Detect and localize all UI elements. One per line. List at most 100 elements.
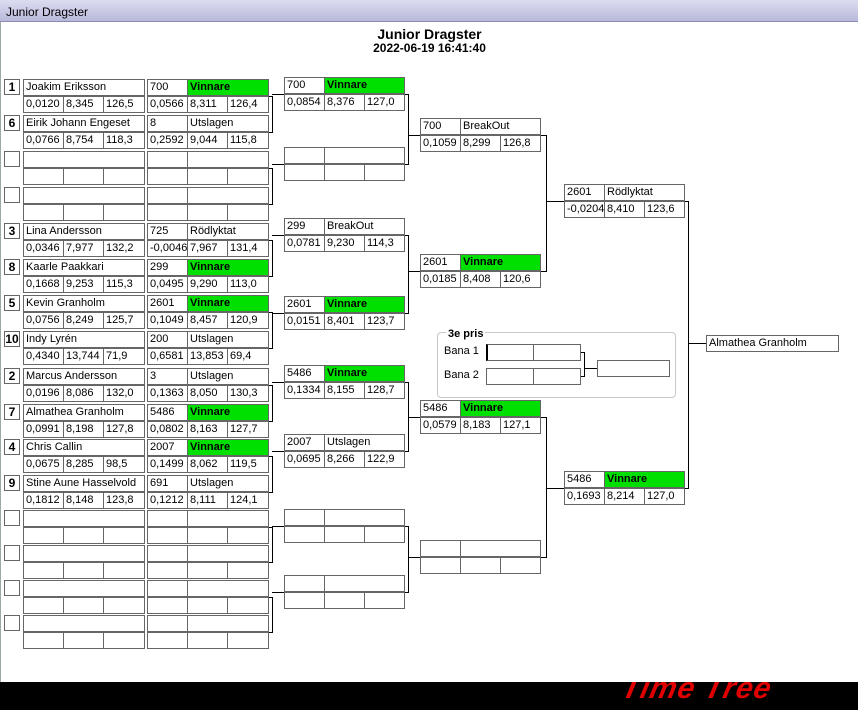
reaction-time: 0,0854: [284, 94, 325, 111]
speed: 126,8: [500, 135, 541, 152]
speed: 123,8: [103, 492, 145, 509]
result-badge: [187, 510, 269, 527]
racer-number: 200: [147, 331, 188, 348]
racer-name[interactable]: Kevin Granholm: [23, 295, 145, 312]
speed: 119,5: [227, 456, 269, 473]
speed: 125,7: [103, 312, 145, 329]
lane2-input[interactable]: [486, 368, 534, 385]
reaction-time: 0,0695: [284, 451, 325, 468]
elapsed-time: 8,299: [460, 135, 501, 152]
reaction-time: [23, 632, 64, 649]
racer-name[interactable]: Almathea Granholm: [23, 404, 145, 421]
reaction-time: 0,1668: [23, 276, 64, 293]
connector-line: [408, 235, 409, 314]
connector-line: [581, 376, 585, 377]
lane1-input[interactable]: [486, 344, 534, 361]
connector-line: [272, 240, 273, 277]
racer-name[interactable]: [23, 187, 145, 204]
seed-box: [4, 545, 20, 561]
elapsed-time: 7,967: [187, 240, 228, 257]
connector-line: [405, 592, 409, 593]
elapsed-time: 8,457: [187, 312, 228, 329]
reaction-time: [420, 557, 461, 574]
elapsed-time: 8,408: [460, 271, 501, 288]
racer-name[interactable]: [23, 580, 145, 597]
connector-line: [269, 527, 273, 528]
racer-name[interactable]: Marcus Andersson: [23, 368, 145, 385]
connector-line: [405, 164, 409, 165]
reaction-time: 0,1049: [147, 312, 188, 329]
connector-line: [688, 343, 706, 344]
connector-line: [584, 352, 585, 377]
connector-line: [272, 451, 284, 452]
racer-name[interactable]: [23, 615, 145, 632]
elapsed-time: 8,086: [63, 385, 104, 402]
connector-line: [272, 164, 284, 165]
elapsed-time: 8,062: [187, 456, 228, 473]
result-badge: BreakOut: [460, 118, 541, 135]
window-title: Junior Dragster: [6, 5, 89, 19]
connector-line: [584, 368, 597, 369]
racer-name[interactable]: Joakim Eriksson: [23, 79, 145, 96]
reaction-time: 0,1059: [420, 135, 461, 152]
connector-line: [541, 271, 547, 272]
connector-line: [272, 592, 284, 593]
racer-name[interactable]: Kaarle Paakkari: [23, 259, 145, 276]
reaction-time: 0,0151: [284, 313, 325, 330]
racer-name[interactable]: Stine Aune Hasselvold: [23, 475, 145, 492]
racer-number: 5486: [147, 404, 188, 421]
connector-line: [541, 135, 547, 136]
elapsed-time: [187, 597, 228, 614]
racer-number: [147, 545, 188, 562]
speed: 127,8: [103, 421, 145, 438]
connector-line: [269, 597, 273, 598]
racer-name[interactable]: [23, 510, 145, 527]
reaction-time: 0,1812: [23, 492, 64, 509]
brand-logo: Time Tree: [618, 682, 776, 705]
racer-name[interactable]: Chris Callin: [23, 439, 145, 456]
speed: 127,0: [644, 488, 685, 505]
racer-name[interactable]: Eirik Johann Engeset: [23, 115, 145, 132]
racer-number: 700: [147, 79, 188, 96]
connector-line: [541, 417, 547, 418]
connector-line: [546, 135, 547, 272]
event-title: Junior Dragster: [377, 26, 482, 42]
connector-line: [272, 382, 284, 383]
reaction-time: [23, 597, 64, 614]
speed: 114,3: [364, 235, 405, 252]
racer-number: 2601: [147, 295, 188, 312]
racer-number: [284, 147, 325, 164]
elapsed-time: [187, 632, 228, 649]
connector-line: [272, 312, 273, 349]
result-badge: [460, 540, 541, 557]
connector-line: [405, 313, 409, 314]
reaction-time: 0,0120: [23, 96, 64, 113]
speed: [227, 632, 269, 649]
elapsed-time: 13,853: [187, 348, 228, 365]
connector-line: [408, 135, 420, 136]
elapsed-time: [187, 527, 228, 544]
elapsed-time: 8,198: [63, 421, 104, 438]
racer-name[interactable]: Lina Andersson: [23, 223, 145, 240]
reaction-time: [147, 527, 188, 544]
speed: 126,5: [103, 96, 145, 113]
result-badge: Utslagen: [187, 331, 269, 348]
speed: 128,7: [364, 382, 405, 399]
connector-line: [546, 488, 564, 489]
connector-line: [269, 96, 273, 97]
elapsed-time: 8,410: [604, 201, 645, 218]
seed-box: 3: [4, 223, 20, 239]
connector-line: [272, 96, 273, 133]
connector-line: [408, 94, 409, 165]
racer-name[interactable]: [23, 151, 145, 168]
connector-line: [408, 557, 420, 558]
connector-line: [269, 312, 273, 313]
racer-name[interactable]: [23, 545, 145, 562]
racer-name[interactable]: Indy Lyrén: [23, 331, 145, 348]
elapsed-time: 8,183: [460, 417, 501, 434]
elapsed-time: [63, 168, 104, 185]
connector-line: [269, 562, 273, 563]
window-titlebar: Junior Dragster: [0, 0, 858, 22]
reaction-time: [23, 204, 64, 221]
speed: 118,3: [103, 132, 145, 149]
